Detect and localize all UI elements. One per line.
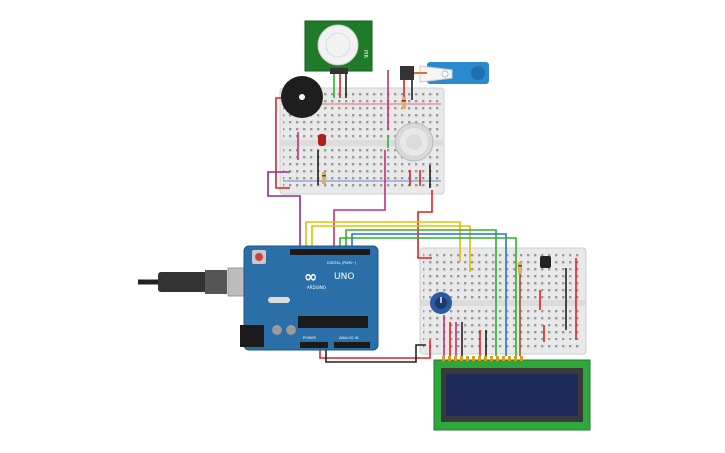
servo-motor: [400, 62, 489, 84]
wires: [267, 70, 577, 363]
piezo-buzzer: [281, 76, 323, 118]
analog-header-label: ANALOG IN: [339, 336, 359, 340]
led-red: [318, 134, 326, 146]
resistor-top-2: [322, 172, 326, 184]
gas-sensor: [394, 122, 434, 162]
usb-cable: [138, 267, 263, 297]
arduino-logo: ∞: [304, 267, 317, 286]
pir-sensor: PIR: [304, 20, 373, 74]
power-header-label: POWER: [303, 336, 317, 340]
digital-header-label: DIGITAL (PWM~): [327, 261, 357, 265]
lcd-display: [433, 356, 591, 431]
temperature-sensor: [540, 256, 551, 268]
resistor-bottom: [518, 262, 522, 274]
potentiometer: [430, 292, 452, 314]
arduino-brand: ARDUINO: [307, 285, 326, 290]
reset-button: [255, 253, 263, 261]
arduino-uno-board: ∞ UNO ARDUINO DIGITAL (PWM~) POWER ANALO…: [240, 245, 379, 351]
pir-label: PIR: [362, 50, 368, 58]
resistor-top-1: [402, 97, 406, 109]
arduino-model: UNO: [334, 272, 354, 282]
